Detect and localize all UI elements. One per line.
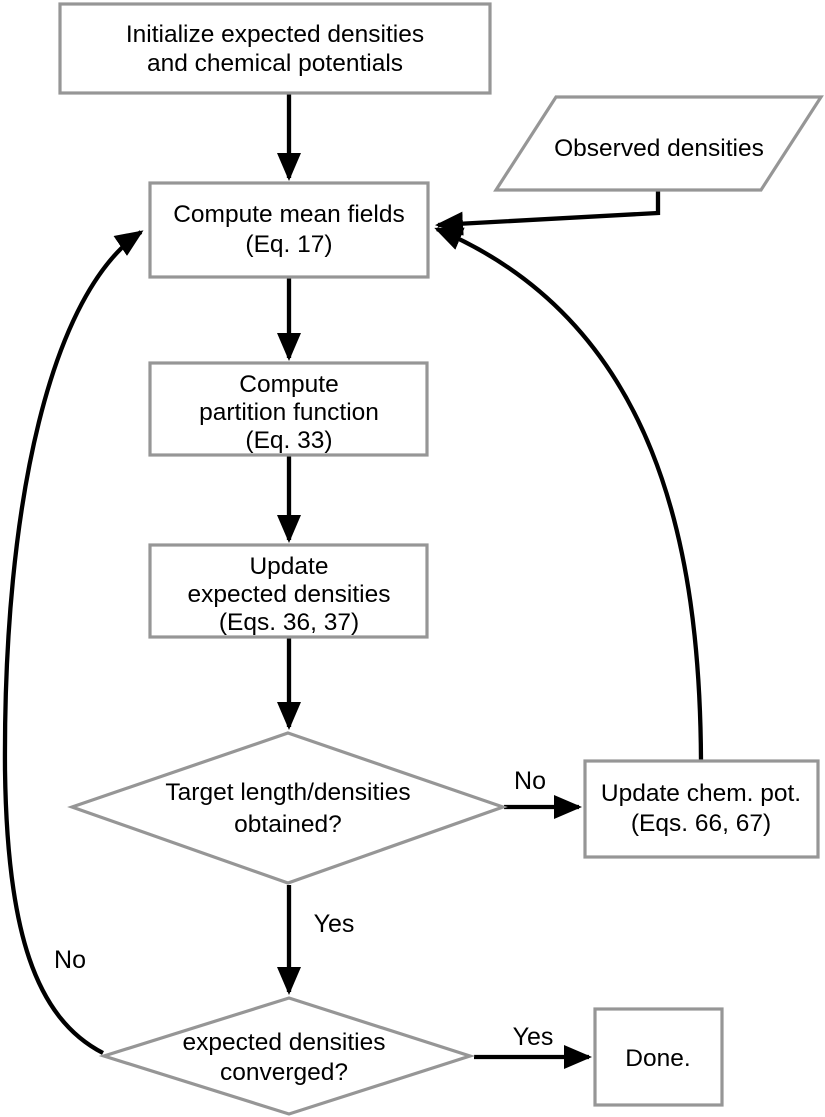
node-done-label: Done. — [625, 1045, 690, 1072]
node-mean-fields-label-line2: (Eq. 17) — [245, 231, 332, 258]
node-mean-fields-label-line1: Compute mean fields — [173, 201, 405, 228]
node-observed-label: Observed densities — [554, 135, 764, 162]
node-update-densities-label-line2: expected densities — [188, 581, 391, 608]
node-update-densities-label-line1: Update — [249, 553, 328, 580]
node-converged-check-label-line1: expected densities — [183, 1029, 386, 1056]
node-update-chem-box — [583, 759, 820, 859]
node-done: Done. — [593, 1007, 724, 1107]
node-converged-check-diamond — [98, 996, 476, 1116]
node-target-check: Target length/densities obtained? — [67, 731, 508, 885]
node-target-check-label-line2: obtained? — [234, 811, 342, 838]
edge-label-converged-yes: Yes — [513, 1023, 554, 1051]
node-update-densities: Update expected densities (Eqs. 36, 37) — [148, 543, 429, 639]
node-converged-check-label-line2: converged? — [220, 1059, 348, 1086]
arrow-observed-to-mean-fields — [435, 190, 661, 236]
arrow-converged-no-loop-to-mean-fields — [2, 230, 144, 1055]
node-mean-fields-box — [148, 181, 430, 279]
node-init-box — [58, 2, 492, 95]
edge-label-target-yes: Yes — [314, 910, 355, 938]
node-converged-check: expected densities converged? — [98, 996, 476, 1116]
node-partition-label-line1: Compute — [239, 371, 338, 398]
node-partition-box — [148, 361, 429, 457]
node-observed-parallelogram — [493, 95, 824, 192]
node-partition: Compute partition function (Eq. 33) — [148, 361, 429, 457]
node-init-label-line2: and chemical potentials — [147, 50, 403, 77]
node-partition-label-line3: (Eq. 33) — [245, 427, 332, 454]
node-init: Initialize expected densities and chemic… — [58, 2, 492, 95]
edge-label-converged-no: No — [54, 946, 86, 974]
node-target-check-label-line1: Target length/densities — [165, 779, 410, 806]
node-done-box — [593, 1007, 724, 1107]
node-update-densities-box — [148, 543, 429, 639]
node-init-label-line1: Initialize expected densities — [126, 21, 424, 48]
node-update-densities-label-line3: (Eqs. 36, 37) — [219, 609, 359, 636]
node-update-chem: Update chem. pot. (Eqs. 66, 67) — [583, 759, 820, 859]
node-mean-fields: Compute mean fields (Eq. 17) — [148, 181, 430, 279]
node-partition-label-line2: partition function — [199, 399, 379, 426]
node-update-chem-label-line2: (Eqs. 66, 67) — [631, 810, 771, 837]
arrow-update-chem-loop-to-mean-fields — [434, 227, 704, 762]
node-update-chem-label-line1: Update chem. pot. — [601, 780, 801, 807]
node-target-check-diamond — [67, 731, 508, 885]
node-observed: Observed densities — [493, 95, 824, 192]
edge-label-target-no: No — [514, 767, 546, 795]
